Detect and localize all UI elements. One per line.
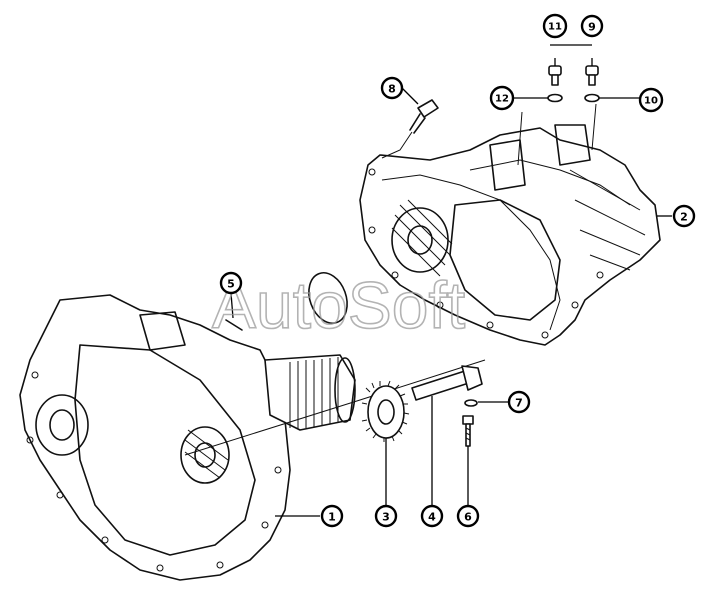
callout-5: 5 [219, 271, 243, 295]
callout-10-label: 10 [644, 96, 658, 107]
o-ring [308, 272, 348, 324]
callout-9: 9 [580, 14, 604, 38]
clutch-housing [19, 294, 291, 581]
gear-3 [361, 380, 410, 442]
pin-5 [225, 319, 243, 331]
callout-11-label: 11 [548, 22, 562, 33]
leader-lines [230, 44, 672, 517]
callout-1: 1 [320, 504, 344, 528]
callout-7: 7 [507, 390, 531, 414]
center-axis-line [184, 359, 486, 456]
plug-bolt-9 [585, 65, 599, 86]
callout-12: 12 [489, 85, 515, 111]
callout-3: 3 [374, 504, 398, 528]
callout-5-label: 5 [227, 278, 235, 291]
washer-12 [547, 93, 563, 103]
callout-12-label: 12 [495, 94, 509, 105]
callout-8: 8 [380, 76, 404, 100]
install-guide-lines [517, 103, 597, 166]
shaft-4 [411, 365, 483, 401]
callout-2-label: 2 [680, 211, 688, 224]
watermark: AutoSoft [212, 268, 465, 342]
callout-6-label: 6 [464, 511, 472, 524]
callout-8-label: 8 [388, 83, 396, 96]
transmission-case [359, 124, 661, 346]
bolt-8 [381, 99, 439, 159]
gear-train [264, 354, 356, 431]
breather-bolt-11 [548, 65, 562, 86]
callout-10: 10 [638, 87, 664, 113]
washer-10 [584, 93, 600, 103]
callout-11: 11 [542, 13, 568, 39]
callout-4: 4 [420, 504, 444, 528]
callout-9-label: 9 [588, 21, 596, 34]
bolt-6 [462, 415, 474, 447]
callout-2: 2 [672, 204, 696, 228]
callout-1-label: 1 [328, 511, 336, 524]
callout-3-label: 3 [382, 511, 390, 524]
ring-7 [464, 399, 478, 407]
callout-6: 6 [456, 504, 480, 528]
callout-7-label: 7 [515, 397, 523, 410]
callout-4-label: 4 [428, 511, 436, 524]
